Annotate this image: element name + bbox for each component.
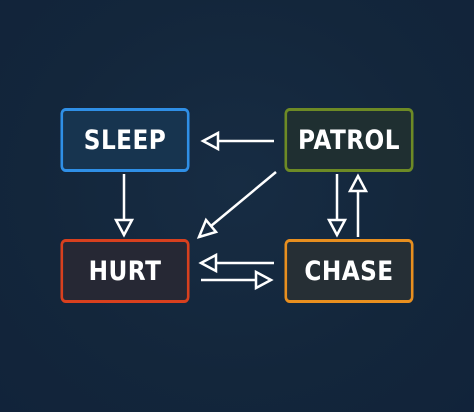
arrow-patrol-to-hurt (196, 171, 277, 239)
state-chase-label: CHASE (304, 255, 394, 287)
arrow-chase-to-patrol (347, 173, 369, 237)
state-sleep: SLEEP (60, 108, 190, 172)
arrow-patrol-to-chase (326, 174, 348, 238)
arrow-chase-to-hurt (198, 252, 274, 274)
arrow-hurt-to-chase (201, 269, 274, 291)
arrow-patrol-to-sleep (200, 130, 274, 152)
state-patrol-label: PATROL (298, 124, 400, 156)
state-hurt: HURT (60, 239, 190, 303)
state-chase: CHASE (284, 239, 414, 303)
state-hurt-label: HURT (88, 255, 162, 287)
state-patrol: PATROL (284, 108, 414, 172)
state-sleep-label: SLEEP (83, 124, 167, 156)
arrow-sleep-to-hurt (113, 174, 135, 238)
